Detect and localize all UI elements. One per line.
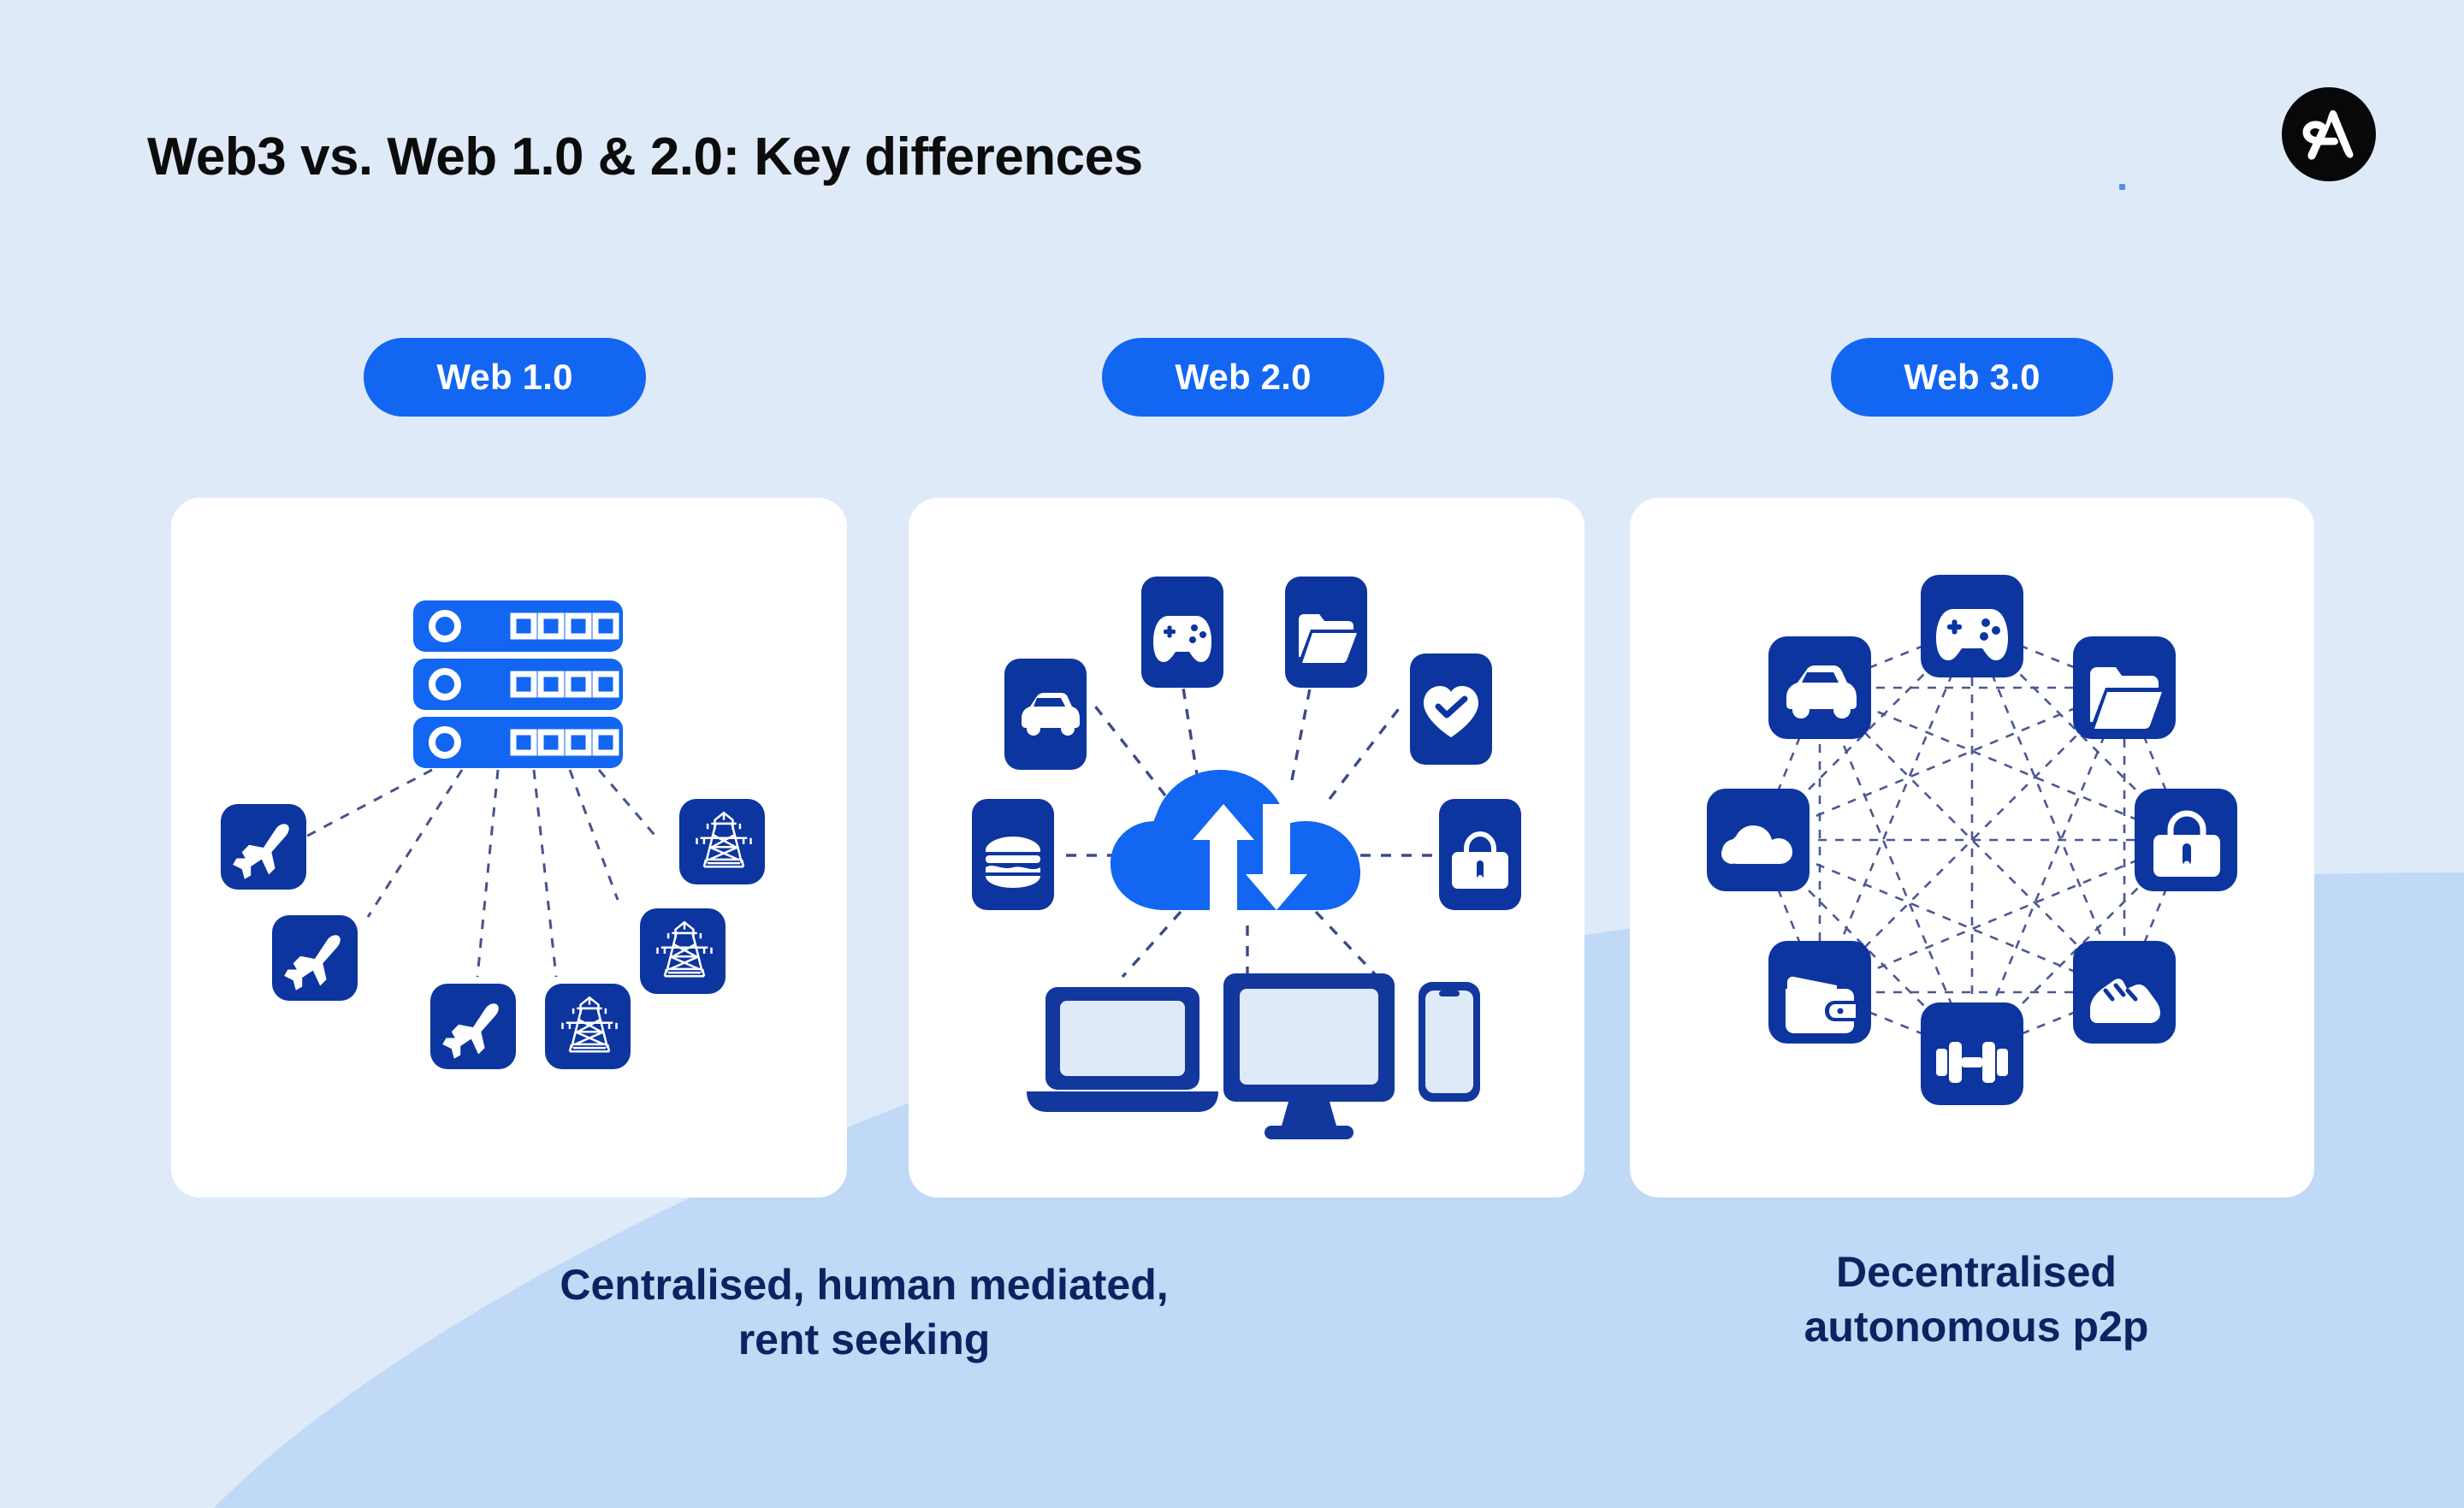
card-web-2-0 <box>909 498 1584 1198</box>
badge-web-1-0[interactable]: Web 1.0 <box>364 338 646 417</box>
logo-a-icon <box>2302 109 2354 160</box>
caption-web-1-0: Centralised, human mediated, rent seekin… <box>411 1257 1318 1367</box>
caption-line: Decentralised <box>1836 1248 2117 1296</box>
device-laptop <box>1027 987 1218 1112</box>
node-burger <box>972 799 1054 910</box>
card-web-1-0 <box>171 498 847 1198</box>
node-plane-3 <box>430 984 516 1069</box>
page-title: Web3 vs. Web 1.0 & 2.0: Key differences <box>147 127 1143 186</box>
badge-web-2-0[interactable]: Web 2.0 <box>1102 338 1384 417</box>
brand-logo[interactable] <box>2282 87 2376 181</box>
caption-line: autonomous p2p <box>1804 1303 2149 1351</box>
node-pylon-3 <box>679 799 765 884</box>
node-plane-2 <box>272 915 358 1001</box>
node-plane-1 <box>221 804 306 890</box>
node-handbag <box>1439 799 1521 910</box>
node-gamepad <box>1141 577 1223 688</box>
cloud-sync-icon <box>1111 770 1360 910</box>
device-desktop-monitor <box>1223 973 1395 1139</box>
title-dot-artifact <box>2119 184 2125 190</box>
node-folder <box>1285 577 1367 688</box>
node-car <box>1768 636 1871 739</box>
node-gamepad <box>1921 575 2023 677</box>
node-wallet <box>1768 941 1871 1044</box>
caption-line: Centralised, human mediated, <box>560 1261 1169 1309</box>
caption-web-3-0: Decentralised autonomous p2p <box>1651 1245 2301 1354</box>
device-smartphone <box>1419 982 1480 1102</box>
diagram-web-1-0 <box>221 600 765 1069</box>
node-pylon-2 <box>640 908 726 994</box>
node-pylon-1 <box>545 984 631 1069</box>
node-folder <box>2073 636 2176 739</box>
node-handbag <box>2135 789 2237 891</box>
node-heart-check <box>1410 653 1492 765</box>
server-rack-icon <box>413 600 623 768</box>
card-web-3-0 <box>1630 498 2314 1198</box>
diagram-web-3-0 <box>1707 575 2237 1105</box>
connector-lines <box>299 768 660 978</box>
badge-web-3-0[interactable]: Web 3.0 <box>1831 338 2113 417</box>
node-dumbbell <box>1921 1002 2023 1105</box>
diagram-web-2-0 <box>972 577 1521 1139</box>
node-car <box>1004 659 1087 770</box>
node-cloud <box>1707 789 1810 891</box>
node-shoe <box>2073 941 2176 1044</box>
connector-lines <box>1056 682 1441 982</box>
caption-line: rent seeking <box>737 1316 991 1363</box>
